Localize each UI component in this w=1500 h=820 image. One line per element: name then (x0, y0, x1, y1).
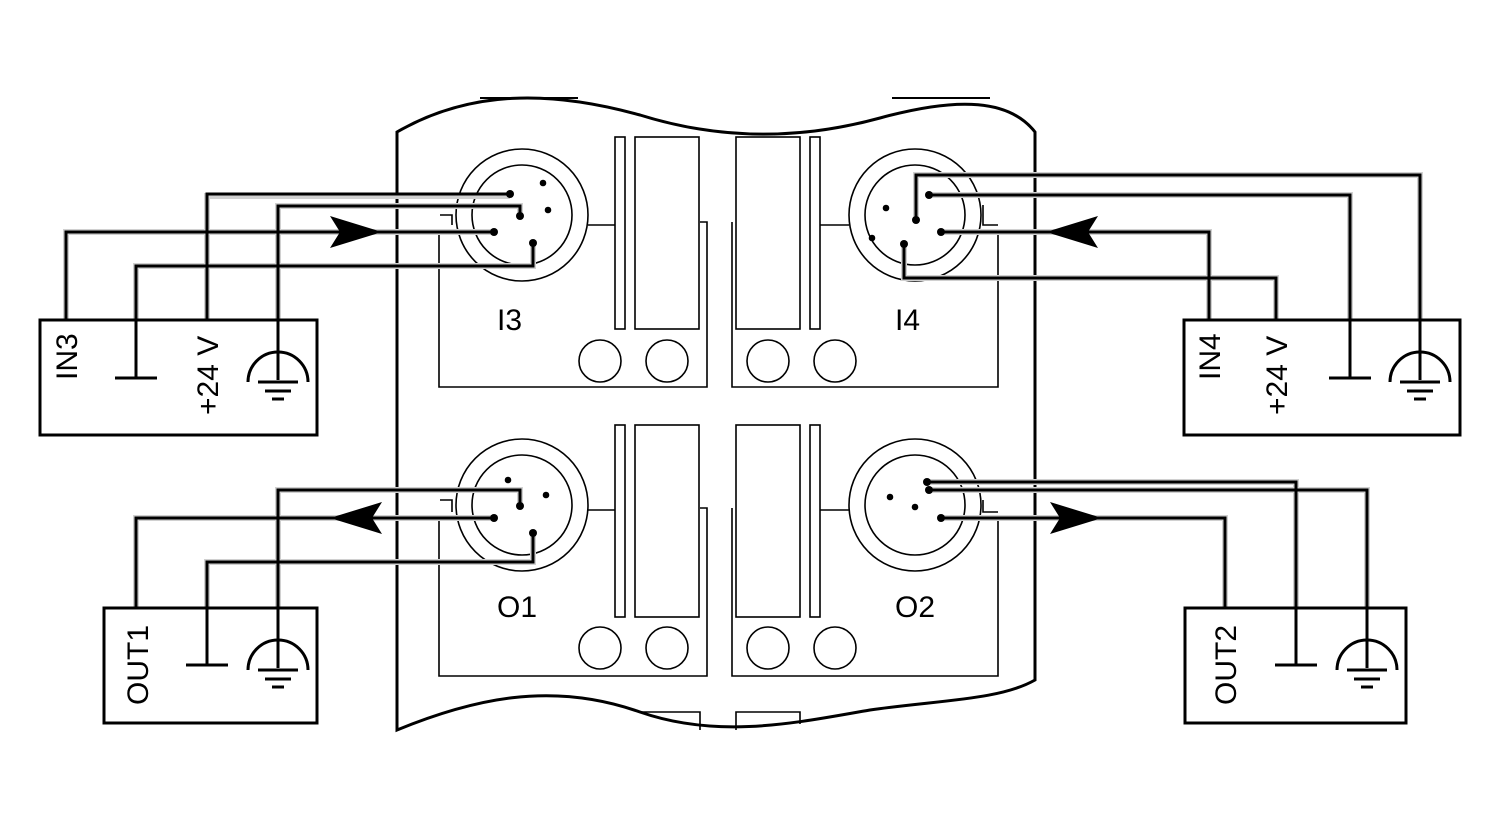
protective-earth-icon (1335, 608, 1399, 689)
status-led (746, 339, 790, 383)
panel-bottom-left (438, 507, 708, 677)
panel-top-left (438, 221, 708, 388)
wiring (63, 172, 1423, 608)
port-label-o2: O2 (895, 591, 935, 624)
device-in4-supply-label: +24 V (1261, 336, 1294, 415)
wire-i4-signal (941, 230, 1211, 320)
wire-lines (64, 173, 1422, 608)
connector-o2 (820, 438, 998, 572)
wire-o1-ground (205, 533, 535, 608)
device-in3: IN3 +24 V (38, 318, 319, 437)
device-out2-signal-label: OUT2 (1210, 625, 1243, 705)
port-label-i4: I4 (895, 304, 920, 337)
panel-top-right (731, 222, 999, 388)
label-strip (809, 424, 821, 618)
label-holder (634, 136, 700, 330)
protective-earth-icon (246, 320, 310, 401)
ground-icon (1275, 608, 1317, 667)
pin-dots (490, 190, 945, 537)
panel-bottom-right (731, 508, 999, 677)
housing-tab (640, 711, 701, 730)
connector-i3 (440, 148, 615, 282)
label-holder (634, 424, 700, 618)
label-strip (614, 136, 626, 330)
arrow-left-icon (1046, 216, 1098, 248)
port-label-i3: I3 (497, 304, 522, 337)
wire-i4-ground (929, 193, 1352, 320)
connector-i4 (820, 148, 998, 282)
wire-o2-ground (927, 480, 1298, 608)
ground-icon (186, 608, 228, 667)
status-led (813, 339, 857, 383)
device-in4: IN4 +24 V (1182, 318, 1462, 437)
label-holder (735, 136, 801, 330)
port-label-o1: O1 (497, 591, 537, 624)
device-in4-signal-label: IN4 (1194, 333, 1227, 380)
module-housing (395, 96, 1037, 733)
wire-o2-earth (929, 488, 1369, 608)
signal-arrows (330, 216, 1102, 534)
device-in3-signal-label: IN3 (51, 333, 84, 380)
ground-icon (115, 320, 157, 380)
status-led (578, 626, 622, 670)
arrow-left-icon (330, 502, 382, 534)
label-strip (809, 136, 821, 330)
status-led (645, 626, 689, 670)
protective-earth-icon (1388, 320, 1452, 401)
wire-i4-earth (914, 173, 1422, 320)
device-out2: OUT2 (1183, 606, 1408, 725)
arrow-right-icon (330, 216, 382, 248)
wire-o1-signal (134, 516, 494, 608)
label-holder (735, 424, 801, 618)
label-strip (614, 424, 626, 618)
housing-outline (395, 96, 1037, 733)
wire-o2-signal (941, 516, 1227, 608)
status-led (645, 339, 689, 383)
wire-i3-ground (134, 243, 535, 320)
wire-o1-earth (276, 488, 522, 608)
status-led (813, 626, 857, 670)
ground-icon (1329, 320, 1371, 380)
status-led (578, 339, 622, 383)
device-in3-supply-label: +24 V (192, 336, 225, 415)
wire-i4-supply (902, 244, 1278, 320)
status-led (746, 626, 790, 670)
wire-i3-earth (276, 204, 522, 320)
arrow-right-icon (1050, 502, 1102, 534)
wire-i3-supply (205, 192, 510, 320)
device-out1-signal-label: OUT1 (122, 625, 155, 705)
connector-o1 (440, 438, 615, 572)
housing-tab (735, 711, 801, 730)
protective-earth-icon (246, 608, 310, 689)
device-out1: OUT1 (102, 606, 319, 725)
